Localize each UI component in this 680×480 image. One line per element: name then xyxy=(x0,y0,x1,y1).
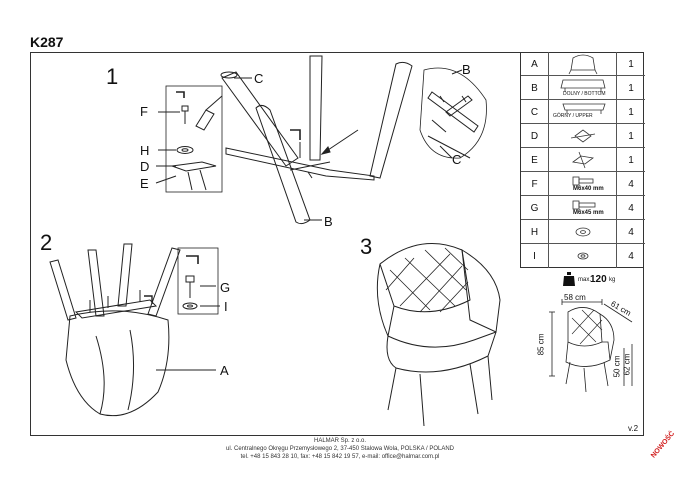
dim-seat-height: 50 cm xyxy=(612,355,622,378)
parts-row-a: A 1 xyxy=(521,52,645,76)
part-qty: 4 xyxy=(628,226,634,238)
label-c-step1: C xyxy=(254,71,264,86)
parts-row-d: D 1 xyxy=(521,124,645,148)
step-2-number: 2 xyxy=(40,230,53,255)
part-letter: F xyxy=(521,172,549,196)
label-b-zoom: B xyxy=(462,62,471,77)
part-qty: 1 xyxy=(628,58,634,70)
part-qty: 1 xyxy=(628,154,634,166)
label-i: I xyxy=(224,299,228,314)
part-note: M6x45 mm xyxy=(573,210,604,216)
label-f: F xyxy=(140,104,148,119)
cross-bracket-icon xyxy=(549,148,617,172)
label-e: E xyxy=(140,176,149,191)
dim-arm-height: 62 cm xyxy=(622,353,632,376)
max-load-unit: kg xyxy=(609,277,616,283)
part-qty: 1 xyxy=(628,106,634,118)
label-d: D xyxy=(140,159,150,174)
version-label: v.2 xyxy=(628,424,639,433)
part-qty: 4 xyxy=(628,202,634,214)
part-note: M6x40 mm xyxy=(573,186,604,192)
label-c-zoom: C xyxy=(452,152,462,167)
washer-icon xyxy=(549,220,617,244)
part-qty: 4 xyxy=(628,178,634,190)
part-letter: B xyxy=(521,76,549,100)
part-letter: I xyxy=(521,244,549,268)
footer-contact: tel. +48 15 843 28 10, fax: +48 15 842 1… xyxy=(240,454,440,460)
upper-frame-icon: GÓRNY / UPPER xyxy=(549,100,617,124)
parts-row-i: I 4 xyxy=(521,244,645,268)
step-3-number: 3 xyxy=(360,234,373,259)
parts-row-b: B DOLNY / BOTTOM 1 xyxy=(521,76,645,100)
part-letter: E xyxy=(521,148,549,172)
bottom-frame-icon: DOLNY / BOTTOM xyxy=(549,76,617,100)
part-letter: C xyxy=(521,100,549,124)
parts-row-h: H 4 xyxy=(521,220,645,244)
dim-width: 58 cm xyxy=(564,293,586,302)
parts-table: A 1 B DOLNY / BOTTOM 1 C GÓRNY / UPPER 1… xyxy=(520,52,645,268)
part-letter: D xyxy=(521,124,549,148)
part-note: DOLNY / BOTTOM xyxy=(563,91,606,97)
max-load-prefix: max. xyxy=(578,277,592,283)
part-qty: 1 xyxy=(628,82,634,94)
part-letter: G xyxy=(521,196,549,220)
part-letter: H xyxy=(521,220,549,244)
parts-row-g: G M6x45 mm 4 xyxy=(521,196,645,220)
footer-address: ul. Centralnego Okręgu Przemysłowego 2, … xyxy=(225,446,454,452)
part-letter: A xyxy=(521,52,549,76)
parts-row-c: C GÓRNY / UPPER 1 xyxy=(521,100,645,124)
part-qty: 1 xyxy=(628,130,634,142)
seat-part-icon xyxy=(549,52,617,76)
bolt-m6x45-icon: M6x45 mm xyxy=(549,196,617,220)
footer-company: HALMAR Sp. z o.o. xyxy=(313,438,367,444)
bolt-m6x40-icon: M6x40 mm xyxy=(549,172,617,196)
parts-row-f: F M6x40 mm 4 xyxy=(521,172,645,196)
step-1-number: 1 xyxy=(106,64,119,89)
dim-height: 85 cm xyxy=(536,333,546,356)
model-code: K287 xyxy=(30,34,64,50)
label-b-step1: B xyxy=(324,214,333,229)
weight-icon xyxy=(563,272,575,286)
instruction-frame xyxy=(30,52,644,436)
label-a: A xyxy=(220,363,229,378)
max-load-value: 120 xyxy=(590,274,607,285)
spring-washer-icon xyxy=(549,244,617,268)
part-note: GÓRNY / UPPER xyxy=(553,113,593,119)
cross-plate-icon xyxy=(549,124,617,148)
label-h: H xyxy=(140,143,150,158)
part-qty: 4 xyxy=(628,250,634,262)
parts-row-e: E 1 xyxy=(521,148,645,172)
label-g: G xyxy=(220,280,231,295)
